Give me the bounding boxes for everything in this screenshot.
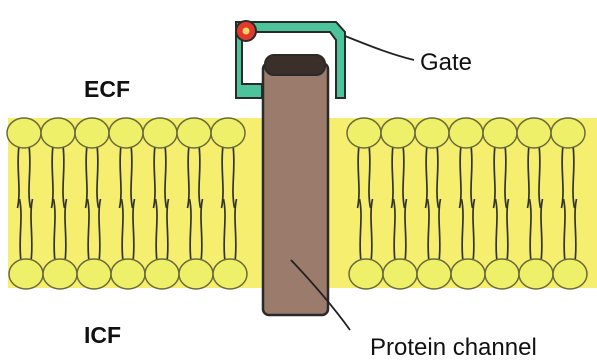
lipid-head-inner bbox=[417, 259, 451, 289]
lipid-head-outer bbox=[75, 118, 109, 148]
lipid-head-outer bbox=[415, 118, 449, 148]
lipid-head-outer bbox=[177, 118, 211, 148]
lipid-head-outer bbox=[449, 118, 483, 148]
lipid-head-inner bbox=[349, 259, 383, 289]
protein-channel bbox=[263, 55, 328, 315]
lipid-head-inner bbox=[43, 259, 77, 289]
lipid-head-inner bbox=[485, 259, 519, 289]
lipid-head-outer bbox=[211, 118, 245, 148]
lipid-head-outer bbox=[41, 118, 75, 148]
lipid-head-inner bbox=[213, 259, 247, 289]
lipid-head-inner bbox=[179, 259, 213, 289]
icf-label: ICF bbox=[84, 322, 121, 348]
lipid-head-outer bbox=[143, 118, 177, 148]
lipid-head-inner bbox=[77, 259, 111, 289]
lipid-head-outer bbox=[7, 118, 41, 148]
lipid-head-inner bbox=[519, 259, 553, 289]
gate-leader-line bbox=[345, 36, 414, 60]
lipid-head-outer bbox=[109, 118, 143, 148]
lipid-head-inner bbox=[553, 259, 587, 289]
lipid-head-outer bbox=[517, 118, 551, 148]
ecf-label: ECF bbox=[84, 76, 130, 102]
lipid-head-inner bbox=[451, 259, 485, 289]
lipid-head-outer bbox=[347, 118, 381, 148]
lipid-head-inner bbox=[145, 259, 179, 289]
protein-channel-opening bbox=[265, 55, 325, 75]
lipid-head-inner bbox=[383, 259, 417, 289]
lipid-head-outer bbox=[381, 118, 415, 148]
lipid-head-inner bbox=[9, 259, 43, 289]
lipid-head-outer bbox=[551, 118, 585, 148]
lipid-head-inner bbox=[111, 259, 145, 289]
protein-channel-label: Protein channel bbox=[370, 334, 537, 361]
protein-channel-body bbox=[263, 63, 328, 315]
lipid-head-outer bbox=[483, 118, 517, 148]
gate-label: Gate bbox=[420, 49, 472, 76]
gate-knob-center bbox=[243, 28, 250, 35]
